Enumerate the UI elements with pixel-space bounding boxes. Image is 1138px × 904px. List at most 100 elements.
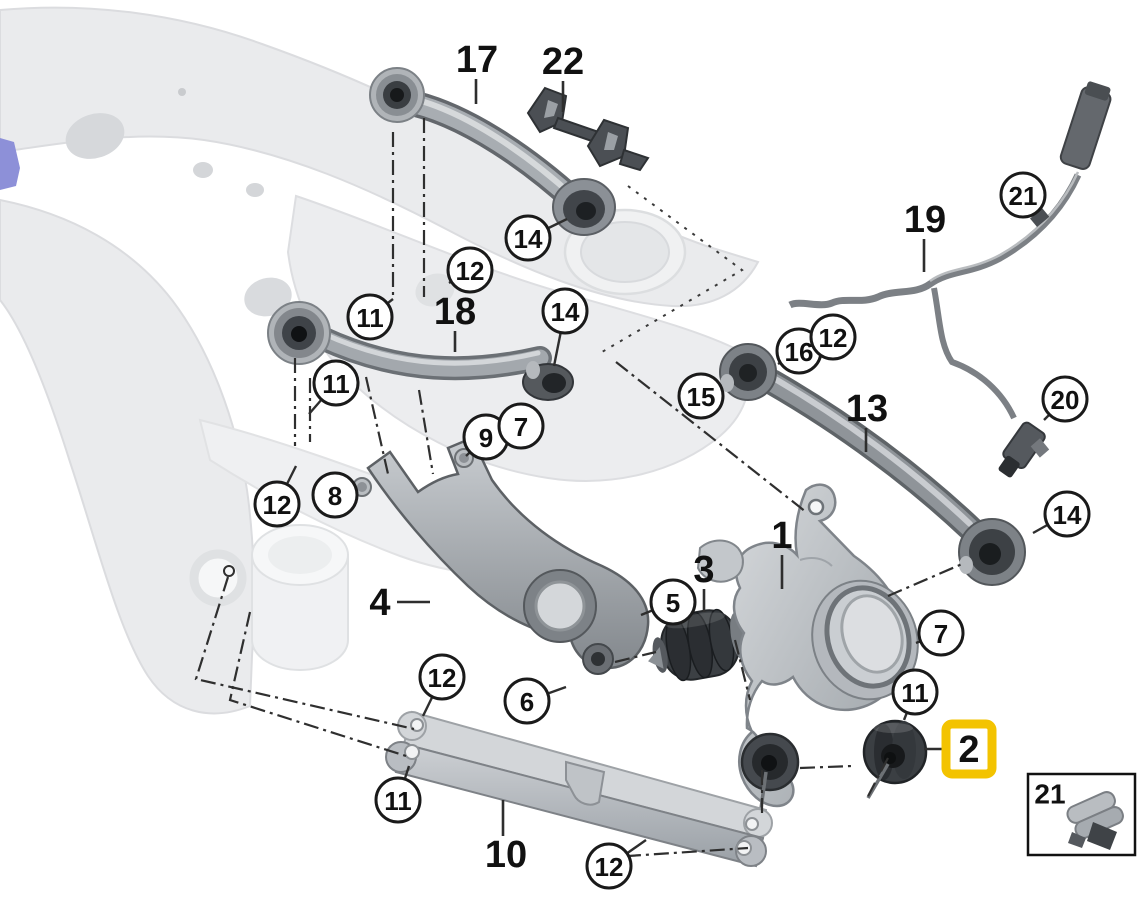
callout-number: 12 bbox=[456, 256, 485, 286]
part-19-abs-sensor-cable[interactable] bbox=[788, 80, 1114, 488]
callout-circle[interactable] bbox=[312, 359, 360, 407]
callout-number: 7 bbox=[514, 412, 528, 442]
callout-7[interactable]: 7 bbox=[497, 402, 545, 450]
callout-number: 12 bbox=[428, 663, 457, 693]
legend-box[interactable] bbox=[1026, 772, 1137, 857]
part-number: 17 bbox=[456, 39, 498, 81]
cable-connector bbox=[1059, 81, 1112, 170]
callout-number: 8 bbox=[328, 481, 342, 511]
callout-circle[interactable] bbox=[677, 372, 725, 420]
callout-5[interactable]: 5 bbox=[649, 578, 697, 626]
part-label-18: 18 bbox=[434, 291, 476, 333]
centerlines bbox=[194, 118, 963, 860]
callout-number: 11 bbox=[901, 678, 929, 708]
callout-number: 12 bbox=[263, 490, 292, 520]
part-label-22: 22 bbox=[542, 41, 584, 83]
part-label-1: 1 bbox=[771, 515, 792, 557]
part-18-camber-arm[interactable] bbox=[267, 301, 574, 401]
callout-circle[interactable] bbox=[1041, 375, 1089, 423]
callout-circle[interactable] bbox=[809, 313, 857, 361]
callout-number: 5 bbox=[666, 588, 680, 618]
part-label-3: 3 bbox=[693, 549, 714, 591]
callout-circle[interactable] bbox=[346, 293, 394, 341]
callout-circle[interactable] bbox=[311, 471, 359, 519]
callout-number: 20 bbox=[1051, 385, 1080, 415]
callout-circle[interactable] bbox=[541, 287, 589, 335]
callout-20[interactable]: 20 bbox=[1041, 375, 1089, 423]
part-1-wheel-carrier[interactable] bbox=[696, 483, 933, 817]
callout-7[interactable]: 7 bbox=[917, 609, 965, 657]
callout-number: 7 bbox=[934, 619, 948, 649]
part-number: 13 bbox=[846, 388, 888, 430]
callout-11[interactable]: 11 bbox=[374, 776, 422, 824]
highlighted-part-label-2[interactable]: 2 bbox=[941, 719, 997, 779]
part-number: 19 bbox=[904, 199, 946, 241]
callout-12[interactable]: 12 bbox=[585, 842, 633, 890]
callout-number: 15 bbox=[687, 382, 716, 412]
callout-circle[interactable] bbox=[503, 677, 551, 725]
callout-11[interactable]: 11 bbox=[346, 293, 394, 341]
callout-circle[interactable] bbox=[891, 668, 939, 716]
callout-6[interactable]: 6 bbox=[503, 677, 551, 725]
part-number: 2 bbox=[958, 729, 979, 771]
legend-clip-icon bbox=[1066, 791, 1124, 850]
part-label-19: 19 bbox=[904, 199, 946, 241]
callout-circle[interactable] bbox=[446, 246, 494, 294]
callout-9[interactable]: 9 bbox=[462, 413, 510, 461]
callout-number: 12 bbox=[819, 323, 848, 353]
part-number: 22 bbox=[542, 41, 584, 83]
highlight-box[interactable] bbox=[941, 719, 997, 779]
callout-circle[interactable] bbox=[497, 402, 545, 450]
callout-number: 11 bbox=[384, 786, 412, 816]
part-22-bracket[interactable] bbox=[526, 86, 650, 172]
part-10-lower-strut[interactable] bbox=[385, 710, 773, 868]
callout-circle[interactable] bbox=[504, 214, 552, 262]
callout-15[interactable]: 15 bbox=[677, 372, 725, 420]
part-number: 18 bbox=[434, 291, 476, 333]
part-number: 21 bbox=[1034, 779, 1065, 810]
callout-number: 21 bbox=[1009, 181, 1038, 211]
part-4-lower-arm[interactable] bbox=[352, 436, 650, 675]
callout-circle[interactable] bbox=[253, 480, 301, 528]
callout-circle[interactable] bbox=[374, 776, 422, 824]
callout-circle[interactable] bbox=[585, 842, 633, 890]
part-13-control-arm[interactable] bbox=[719, 343, 1026, 586]
callout-number: 11 bbox=[322, 369, 350, 399]
callout-number: 11 bbox=[356, 303, 384, 333]
blue-accent bbox=[0, 138, 20, 190]
callout-number: 9 bbox=[479, 423, 493, 453]
part-number: 10 bbox=[485, 834, 527, 876]
callout-14[interactable]: 14 bbox=[1043, 490, 1091, 538]
part-3-bushing[interactable] bbox=[641, 604, 753, 687]
part-number: 3 bbox=[693, 549, 714, 591]
part-17-upper-arm[interactable] bbox=[369, 67, 616, 236]
callout-number: 16 bbox=[785, 337, 814, 367]
part-label-4: 4 bbox=[369, 582, 390, 624]
callout-12[interactable]: 12 bbox=[418, 653, 466, 701]
cable-clip-21 bbox=[1030, 208, 1050, 227]
callout-12[interactable]: 12 bbox=[253, 480, 301, 528]
part-label-13: 13 bbox=[846, 388, 888, 430]
assembly-alignment-line bbox=[601, 185, 744, 353]
callout-number: 6 bbox=[520, 687, 534, 717]
callout-14[interactable]: 14 bbox=[541, 287, 589, 335]
callout-circle[interactable] bbox=[418, 653, 466, 701]
callout-number: 14 bbox=[551, 297, 580, 327]
callout-8[interactable]: 8 bbox=[311, 471, 359, 519]
part-20-sensor[interactable] bbox=[993, 421, 1055, 488]
callout-12[interactable]: 12 bbox=[809, 313, 857, 361]
callout-11[interactable]: 11 bbox=[312, 359, 360, 407]
callout-21[interactable]: 21 bbox=[999, 171, 1047, 219]
callout-14[interactable]: 14 bbox=[504, 214, 552, 262]
part-label-17: 17 bbox=[456, 39, 498, 81]
callout-12[interactable]: 12 bbox=[446, 246, 494, 294]
callout-11[interactable]: 11 bbox=[891, 668, 939, 716]
callout-circle[interactable] bbox=[999, 171, 1047, 219]
callout-circle[interactable] bbox=[1043, 490, 1091, 538]
part-label-10: 10 bbox=[485, 834, 527, 876]
callout-number: 14 bbox=[514, 224, 543, 254]
callout-circle[interactable] bbox=[649, 578, 697, 626]
part-number: 1 bbox=[771, 515, 792, 557]
callout-circle[interactable] bbox=[917, 609, 965, 657]
